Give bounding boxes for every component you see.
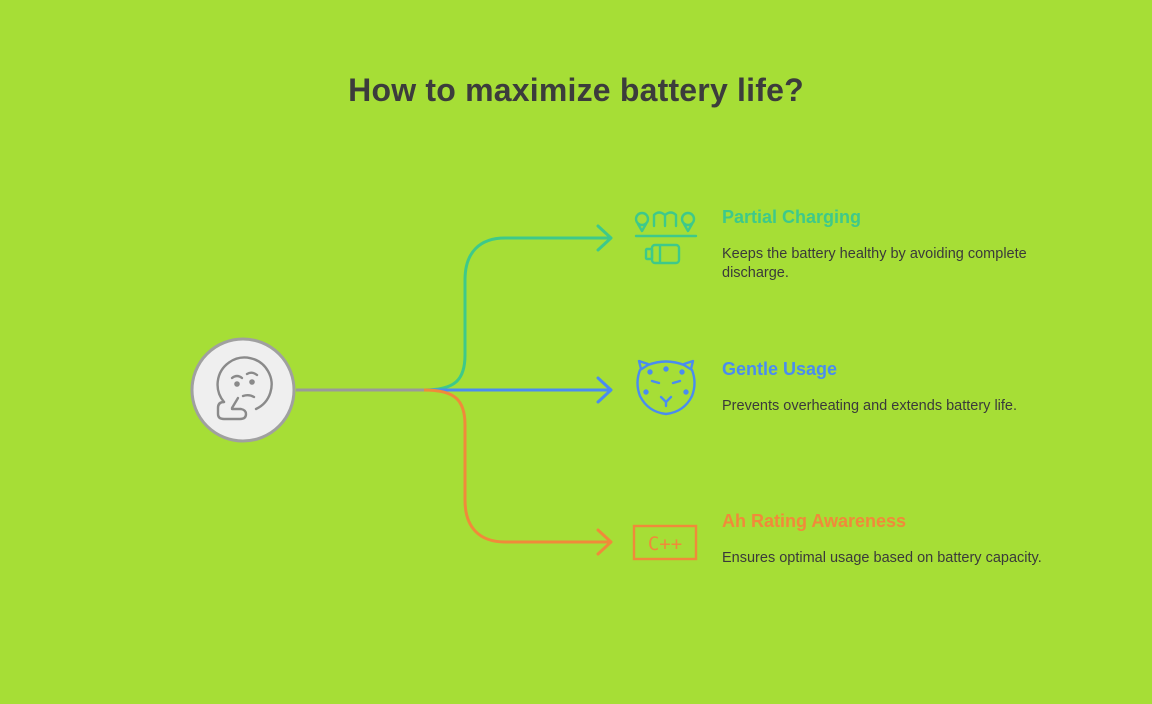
leopard-icon: [636, 359, 696, 416]
cpp-icon: C++: [632, 524, 698, 561]
branch-gentle-usage: Gentle Usage Prevents overheating and ex…: [722, 358, 1082, 416]
branch-title: Ah Rating Awareness: [722, 511, 907, 531]
branch-partial-charging: Partial Charging Keeps the battery healt…: [722, 206, 1082, 283]
arrowhead-partial-charging: [596, 224, 613, 252]
branch-description: Prevents overheating and extends battery…: [722, 398, 1018, 414]
hub-node: [190, 337, 296, 443]
diagram-title: How to maximize battery life?: [348, 72, 804, 108]
branch-title: Gentle Usage: [722, 359, 838, 379]
battery-charging-icon: [634, 211, 698, 265]
branch-title: Partial Charging: [722, 207, 862, 227]
arrowhead-gentle-usage: [596, 376, 613, 404]
connector-partial-charging: [423, 236, 610, 392]
branch-ah-rating-awareness: Ah Rating Awareness Ensures optimal usag…: [722, 510, 1082, 568]
connector-ah-rating: [423, 388, 610, 544]
arrowhead-ah-rating: [596, 528, 613, 556]
branch-description: Ensures optimal usage based on battery c…: [722, 550, 1042, 566]
cpp-icon-text: C++: [648, 533, 682, 555]
branch-description: Keeps the battery healthy by avoiding co…: [722, 246, 1027, 281]
thinking-face-icon: [216, 356, 273, 421]
